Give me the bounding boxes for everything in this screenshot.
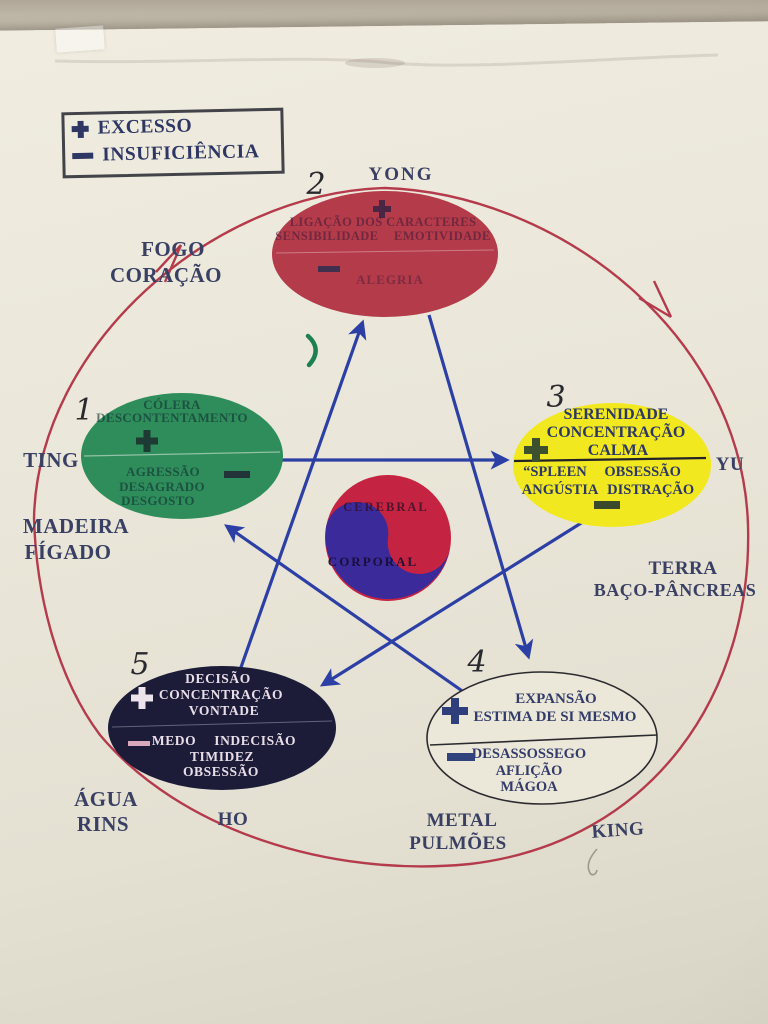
metal-plus-icon	[442, 698, 468, 724]
fire-element-line2: CORAÇÃO	[110, 263, 222, 287]
metal-excess-line2: ESTIMA DE SI MESMO	[473, 709, 637, 725]
metal-element-line2: PULMÕES	[409, 833, 507, 854]
pencil-squiggle	[587, 848, 598, 876]
metal-number: 4	[467, 645, 487, 680]
earth-minus-icon	[594, 501, 620, 509]
fire-deficiency-line1: ALEGRIA	[356, 272, 424, 287]
water-element-line2: RINS	[76, 812, 130, 836]
water-excess-line2: CONCENTRAÇÃO	[158, 687, 284, 702]
water-deficiency-line3: OBSESSÃO	[182, 764, 260, 779]
water-excess-line3: VONTADE	[188, 703, 260, 718]
wood-node-ellipse	[81, 393, 283, 519]
smudge-blob	[345, 58, 405, 68]
legend-insufficiency-row: INSUFICIÊNCIA	[72, 139, 260, 169]
metal-deficiency-line3: MÁGOA	[500, 779, 558, 795]
fire-cycle-name: YONG	[368, 164, 434, 185]
metal-node-divider	[429, 734, 658, 746]
earth-element-line1: TERRA	[648, 558, 718, 579]
metal-deficiency-line1: DESASSOSSEGO	[471, 746, 587, 762]
fire-excess-line2: SENSIBILIDADE EMOTIVIDADE	[275, 229, 491, 243]
earth-plus-icon	[524, 438, 548, 462]
cycle-arrowhead-left	[155, 244, 183, 283]
earth-element-line2: BAÇO-PÂNCREAS	[593, 580, 757, 600]
yinyang-yin-half	[325, 501, 450, 600]
wood-plus-icon	[136, 430, 158, 452]
water-node-ellipse	[108, 666, 336, 790]
metal-node-ellipse	[426, 671, 658, 805]
water-element-line1: ÁGUA	[74, 787, 138, 811]
metal-element-line1: METAL	[426, 810, 498, 831]
wood-node-divider	[83, 451, 281, 457]
generation-cycle-circle	[32, 186, 750, 868]
water-deficiency-line2: TIMIDEZ	[189, 749, 255, 764]
metal-cycle-name: KING	[590, 818, 645, 843]
wood-excess-line2: DESCONTENTAMENTO	[96, 410, 248, 425]
green-pen-mark	[305, 333, 318, 368]
earth-excess-line1: SERENIDADE	[563, 406, 669, 423]
wood-deficiency-line3: DESGOSTO	[121, 493, 195, 508]
fire-excess-line1: LIGAÇÃO DOS CARACTERES	[289, 215, 477, 229]
earth-excess-line3: CALMA	[587, 442, 649, 459]
wood-minus-icon	[224, 471, 250, 478]
water-minus-icon	[128, 741, 150, 746]
earth-node-ellipse	[513, 403, 711, 527]
water-deficiency-line1: MEDO INDECISÃO	[151, 733, 297, 748]
minus-icon	[72, 152, 94, 160]
water-plus-icon	[131, 687, 153, 709]
wood-excess-line1: CÓLERA	[143, 397, 201, 412]
plus-icon	[72, 120, 89, 137]
wood-deficiency-line1: AGRESSÃO	[126, 464, 200, 479]
earth-excess-line2: CONCENTRAÇÃO	[546, 424, 686, 441]
fire-node-ellipse	[272, 191, 498, 317]
center-bottom-label: CORPORAL	[327, 554, 419, 569]
arrow-fire-to-metal	[427, 314, 534, 660]
water-node-divider	[111, 720, 333, 728]
water-number: 5	[130, 647, 150, 682]
arrow-earth-to-water	[319, 508, 603, 687]
wood-number: 1	[74, 393, 94, 428]
legend-box: EXCESSO INSUFICIÊNCIA	[61, 107, 285, 179]
fire-node-divider	[275, 249, 495, 254]
legend-insufficiency-label: INSUFICIÊNCIA	[102, 141, 260, 166]
water-excess-line1: DECISÃO	[185, 671, 251, 686]
earth-cycle-name: YU	[715, 454, 745, 475]
water-cycle-name: HO	[217, 809, 249, 830]
center-top-label: CEREBRAL	[343, 500, 429, 514]
earth-deficiency-line1: “SPLEEN OBSESSÃO	[523, 464, 681, 480]
fire-minus-icon	[318, 266, 340, 272]
fire-element-line1: FOGO	[141, 237, 205, 261]
wood-element-line2: FÍGADO	[24, 540, 112, 564]
smudge-line	[54, 53, 719, 67]
wood-cycle-name: TING	[23, 448, 79, 472]
legend-excess-row: EXCESSO	[71, 114, 192, 143]
metal-minus-icon	[447, 753, 475, 761]
arrow-metal-to-wood	[224, 524, 479, 704]
earth-number: 3	[546, 380, 566, 415]
wood-deficiency-line2: DESAGRADO	[119, 479, 205, 494]
cycle-arrowhead-right	[638, 280, 673, 319]
metal-deficiency-line2: AFLIÇÃO	[495, 763, 563, 779]
legend-excess-label: EXCESSO	[97, 115, 193, 139]
metal-excess-line1: EXPANSÃO	[515, 691, 597, 707]
wood-element-line1: MADEIRA	[22, 514, 130, 538]
arrow-water-to-fire	[231, 319, 367, 691]
earth-deficiency-line2: ANGÚSTIA DISTRAÇÃO	[521, 482, 695, 498]
fire-number: 2	[306, 167, 326, 202]
